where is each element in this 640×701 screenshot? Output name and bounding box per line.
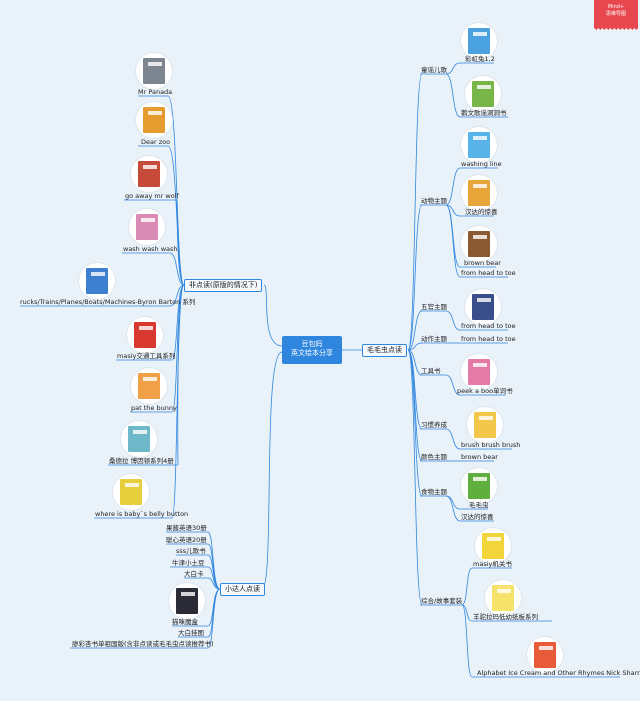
group-wuguan[interactable]: 五官主题: [421, 303, 447, 311]
baby-book-icon: [112, 473, 150, 511]
group-dongwu[interactable]: 动物主题: [421, 197, 447, 205]
leaf-dabaika[interactable]: 大白卡: [184, 570, 204, 578]
wash-book-icon: [128, 208, 166, 246]
root-node[interactable]: 豆包妈 英文绘本分享: [282, 336, 342, 364]
branch-maomaochong-label: 毛毛虫点读: [367, 346, 402, 354]
peekaboo-book-icon: [460, 353, 498, 391]
rhyme-book-icon: [464, 75, 502, 113]
alphabet-book-icon: [526, 636, 564, 674]
leaf-belly-button[interactable]: where is baby`s belly button: [95, 510, 189, 518]
leaf-brown-bear-color[interactable]: brown bear: [461, 453, 498, 461]
branch-xiaodaren-label: 小达人点读: [225, 585, 260, 593]
leaf-sss[interactable]: sss儿歌书: [176, 547, 206, 555]
leaf-maisy[interactable]: masiy机关书: [473, 560, 512, 568]
maisy-book-icon: [474, 527, 512, 565]
handa-book-icon: [460, 174, 498, 212]
leaf-brown-bear[interactable]: brown bear: [464, 259, 501, 267]
leaf-mr-panada[interactable]: Mr Panada: [138, 88, 173, 96]
group-gongju[interactable]: 工具书: [421, 367, 441, 375]
group-tongyao[interactable]: 童谣儿歌: [421, 66, 447, 74]
branch-xiaodaren[interactable]: 小达人点读: [220, 583, 265, 596]
group-yanse[interactable]: 颜色主题: [421, 453, 447, 461]
leaf-caterpillar[interactable]: 毛毛虫: [469, 501, 489, 509]
leaf-congxin[interactable]: 聪心英语20册: [166, 536, 207, 544]
leaf-handa[interactable]: 汉达的惊喜: [465, 208, 498, 216]
leaf-llama[interactable]: 羊驼拉玛低幼纸板系列: [473, 613, 538, 621]
bunny-book-icon: [130, 367, 168, 405]
root-line-2: 英文绘本分享: [291, 349, 333, 357]
leaf-maomi[interactable]: 猫咪魔盒: [172, 618, 198, 626]
leaf-pat-the-bunny[interactable]: pat the bunny: [131, 404, 177, 412]
branch-maomaochong[interactable]: 毛毛虫点读: [362, 344, 407, 357]
group-dongzuo[interactable]: 动作主题: [421, 335, 447, 343]
dear-zoo-book-icon: [135, 101, 173, 139]
panda-book-icon: [135, 52, 173, 90]
badge-title: Mind+: [607, 4, 625, 10]
head-to-toe-book-icon: [464, 288, 502, 326]
leaf-head-to-toe-action[interactable]: from head to toe: [461, 335, 516, 343]
leaf-guatu[interactable]: 大白挂图: [178, 629, 204, 637]
leaf-masiy-transport[interactable]: masiy交通工具系列: [117, 352, 176, 360]
llama-book-icon: [484, 579, 522, 617]
leaf-oxford[interactable]: 牛津小土豆: [172, 559, 205, 567]
leaf-guojiang[interactable]: 果酱英语30册: [166, 524, 207, 532]
rainbow-bunny-book-icon: [460, 22, 498, 60]
leaf-alphabet[interactable]: Alphabet Ice Cream and Other Rhymes Nick…: [477, 669, 640, 677]
group-zonghe[interactable]: 综合/故事套装: [421, 597, 463, 605]
transport-book-icon: [126, 316, 164, 354]
leaf-liaocaixing[interactable]: 廖彩杏书单祖国版(含非点读或毛毛虫点读推荐书): [72, 640, 214, 648]
leaf-wash-wash-wash[interactable]: wash wash wash: [123, 245, 178, 253]
caterpillar-book-icon: [460, 467, 498, 505]
branch-feidian[interactable]: 非点读(原版的情况下): [184, 279, 263, 292]
group-shiwu[interactable]: 食物主题: [421, 488, 447, 496]
group-xiguan[interactable]: 习惯养成: [421, 421, 447, 429]
leaf-boynton[interactable]: 桑德拉 博因顿系列4册: [109, 457, 174, 465]
boynton-book-icon: [120, 420, 158, 458]
leaf-go-away-mr-wolf[interactable]: go away mr wolf: [125, 192, 179, 200]
branch-feidian-label: 非点读(原版的情况下): [189, 281, 258, 289]
leaf-rhyme-book[interactable]: 鹅文歌谣洞洞书: [461, 109, 507, 117]
root-line-1: 豆包妈: [301, 340, 323, 348]
wolf-book-icon: [130, 155, 168, 193]
leaf-washing-line[interactable]: washing line: [461, 160, 502, 168]
leaf-head-to-toe-face[interactable]: from head to toe: [461, 322, 516, 330]
leaf-byron-barton[interactable]: rucks/Trains/Planes/Boats/Machines-Byron…: [20, 298, 196, 306]
leaf-brush[interactable]: brush brush brush: [461, 441, 521, 449]
leaf-dear-zoo[interactable]: Dear zoo: [141, 138, 171, 146]
magic-box-book-icon: [168, 582, 206, 620]
washing-line-book-icon: [460, 126, 498, 164]
vehicles-book-icon: [78, 262, 116, 300]
leaf-rainbow-bunny[interactable]: 彩虹兔1,2: [465, 55, 495, 63]
leaf-head-to-toe-animal[interactable]: from head to toe: [461, 269, 516, 277]
leaf-handa-food[interactable]: 汉达的惊喜: [461, 513, 494, 521]
mindplus-badge: Mind+ 思维导图: [594, 0, 638, 32]
brown-bear-book-icon: [460, 225, 498, 263]
leaf-peekaboo[interactable]: peek a boo单词书: [457, 387, 513, 395]
badge-subtitle: 思维导图: [605, 11, 626, 17]
brush-book-icon: [466, 406, 504, 444]
